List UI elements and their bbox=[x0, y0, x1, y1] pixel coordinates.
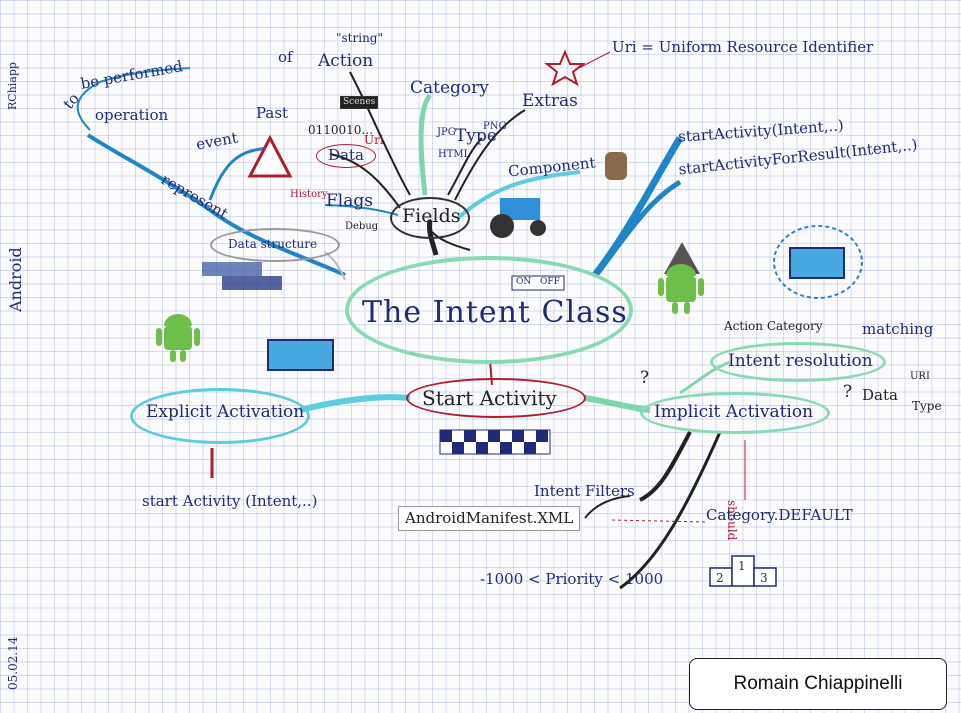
start-activity-bubble bbox=[406, 378, 586, 418]
binary-label: 0110010... bbox=[308, 123, 373, 137]
uri-definition: Uri = Uniform Resource Identifier bbox=[612, 38, 874, 56]
manifest-label: AndroidManifest.XML bbox=[398, 506, 581, 531]
barrel-doodle bbox=[605, 152, 627, 180]
link-priority bbox=[619, 431, 722, 590]
category-default-label: Category.DEFAULT bbox=[706, 506, 853, 524]
tractor-doodle bbox=[490, 198, 546, 238]
fields-bubble bbox=[390, 197, 470, 239]
magic-cube-doodle bbox=[773, 225, 863, 299]
implicit-uri-label: URI bbox=[910, 371, 930, 382]
priority-label: -1000 < Priority < 1000 bbox=[480, 570, 664, 588]
star-doodle bbox=[544, 49, 586, 87]
action-label: Action bbox=[318, 51, 374, 71]
resolution-bubble bbox=[710, 342, 886, 382]
question-mark-1: ? bbox=[640, 368, 650, 388]
operation-label: operation bbox=[95, 106, 169, 124]
fields-title: Fields bbox=[402, 205, 461, 227]
question-mark-2: ? bbox=[843, 382, 853, 402]
link-start-explicit bbox=[299, 394, 411, 413]
explicit-activation-label: Explicit Activation bbox=[146, 402, 305, 422]
date-label: 05.02.14 bbox=[6, 636, 20, 690]
implicit-type-label: Type bbox=[912, 399, 942, 413]
string-label: "string" bbox=[336, 31, 384, 45]
branch-component bbox=[456, 170, 581, 220]
podium-1: 1 bbox=[738, 559, 746, 573]
explicit-call-label: start Activity (Intent,..) bbox=[142, 492, 318, 510]
warning-triangle bbox=[247, 134, 293, 178]
intent-resolution-label: Intent resolution bbox=[728, 351, 873, 371]
past-label: Past bbox=[256, 104, 289, 122]
intent-filters-label: Intent Filters bbox=[534, 482, 635, 500]
podium-3: 3 bbox=[760, 571, 768, 585]
data-structure-label: Data structure bbox=[228, 237, 318, 251]
category-label: Category bbox=[410, 78, 489, 98]
implicit-activation-label: Implicit Activation bbox=[654, 402, 814, 422]
switch-off-label: OFF bbox=[540, 277, 560, 287]
link-category-default bbox=[611, 519, 706, 523]
implicit-data-label: Data bbox=[862, 386, 898, 404]
implicit-bubble bbox=[640, 392, 830, 434]
explicit-bubble bbox=[130, 388, 310, 444]
android-robot-left bbox=[156, 314, 200, 362]
branch-extras bbox=[454, 109, 526, 201]
extras-label: Extras bbox=[522, 91, 578, 111]
branch-action bbox=[349, 71, 411, 196]
matching-label: matching bbox=[862, 320, 934, 338]
uri-label: Uri bbox=[364, 133, 384, 147]
link-intent-filters bbox=[639, 431, 692, 502]
podium-doodle bbox=[709, 555, 777, 587]
branch-to-be-performed bbox=[76, 67, 191, 131]
data-label: Data bbox=[328, 146, 364, 164]
platform-label: Android bbox=[6, 247, 25, 312]
jpg-label: JPG bbox=[437, 127, 456, 138]
html-label: HTML bbox=[438, 149, 471, 160]
data-structure-bubble bbox=[210, 228, 340, 262]
data-label-bubble bbox=[316, 144, 376, 168]
screen-doodle-left bbox=[267, 339, 334, 371]
android-robot-wizard bbox=[658, 242, 704, 314]
checkerboard-doodle bbox=[439, 429, 551, 455]
start-activity-label: Start Activity bbox=[422, 386, 557, 410]
action-category-label: Action Category bbox=[724, 319, 823, 333]
link-manifest-filters bbox=[584, 495, 631, 519]
link-start-implicit bbox=[584, 395, 651, 413]
branch-start-methods-2 bbox=[597, 179, 682, 272]
data-structure-blocks bbox=[202, 262, 282, 290]
author-card: Romain Chiappinelli bbox=[689, 658, 947, 710]
center-title: The Intent Class bbox=[362, 295, 628, 330]
podium-2: 2 bbox=[716, 571, 724, 585]
branch-type bbox=[447, 137, 483, 196]
switch-on-label: ON bbox=[516, 277, 532, 287]
png-label: PNG bbox=[483, 121, 507, 132]
scenes-label: Scenes bbox=[340, 96, 379, 109]
of-label: of bbox=[278, 48, 293, 66]
branch-category bbox=[418, 93, 433, 196]
debug-label: Debug bbox=[345, 221, 379, 232]
flags-label: Flags bbox=[326, 191, 373, 211]
history-label: History bbox=[290, 189, 328, 200]
branch-event bbox=[208, 146, 271, 201]
center-bubble bbox=[345, 256, 633, 364]
author-handle: RChiapp bbox=[6, 62, 19, 110]
type-label: Type bbox=[455, 126, 497, 146]
